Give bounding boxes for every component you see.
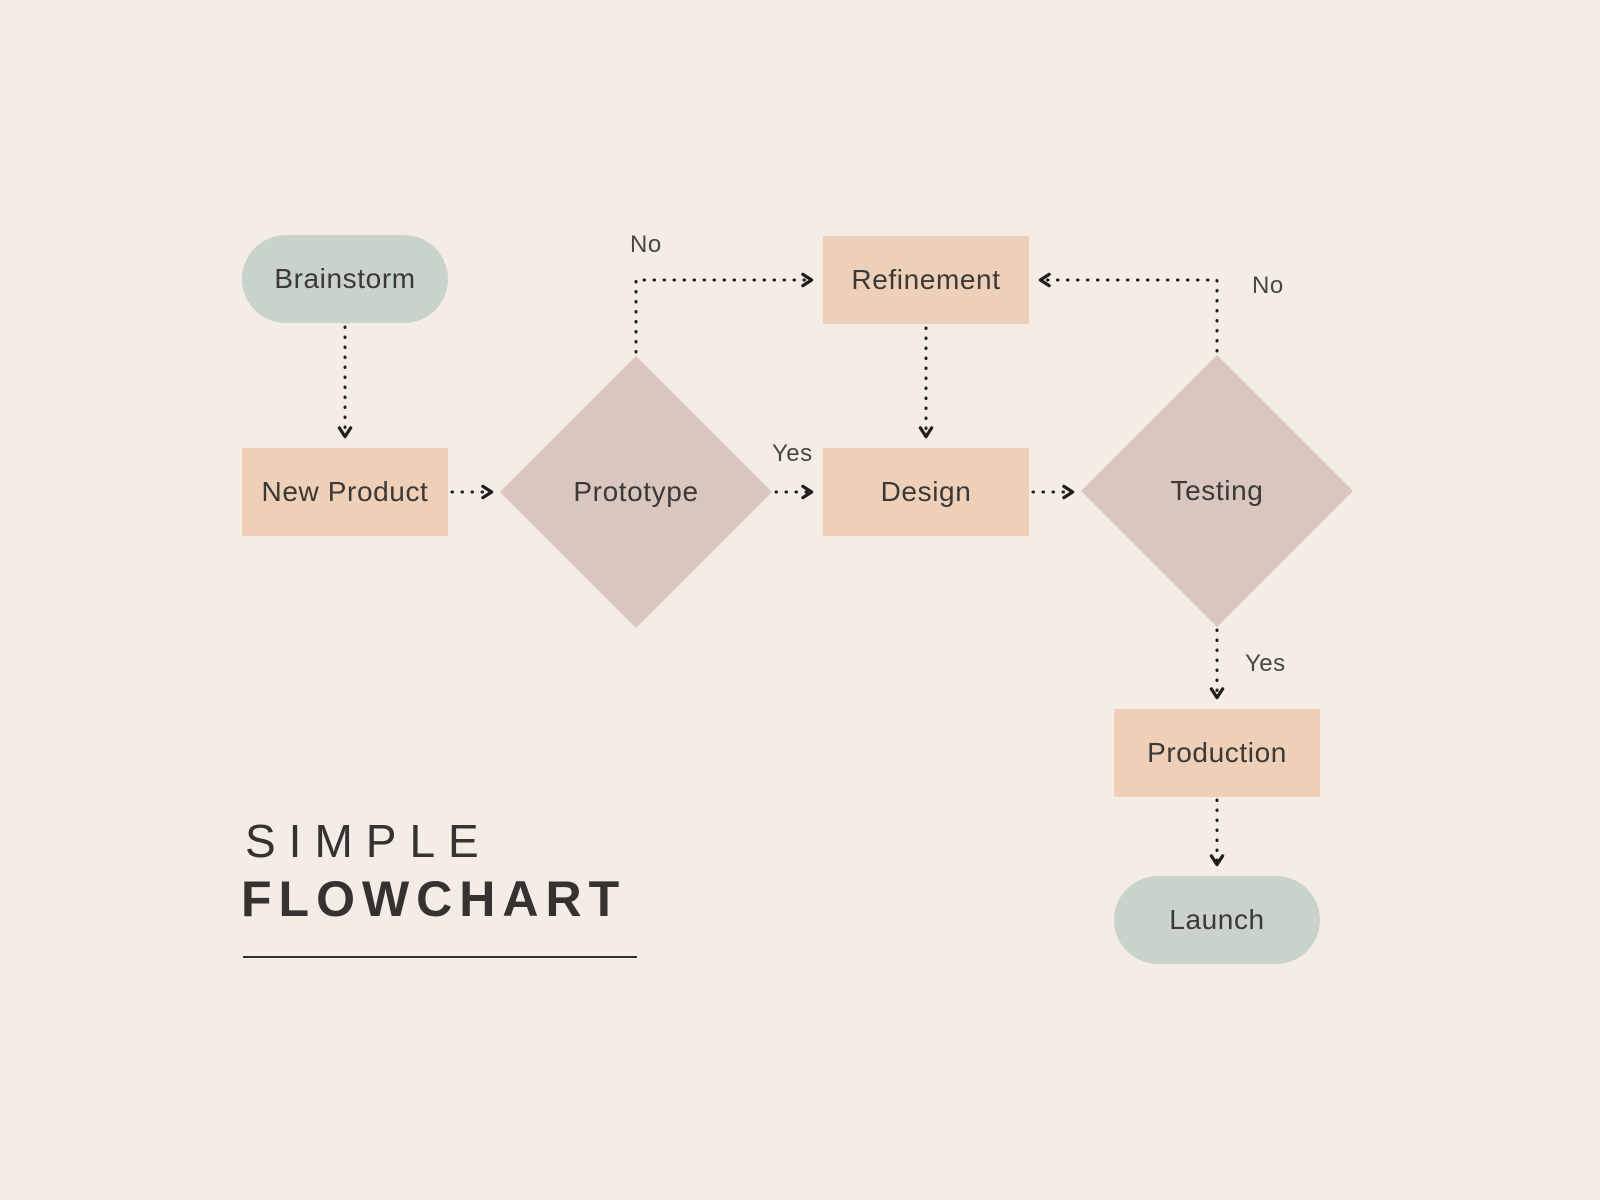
edge-prototype-to-refinement xyxy=(634,272,814,354)
node-design: Design xyxy=(823,448,1029,536)
node-new-product-label: New Product xyxy=(261,476,429,507)
node-testing-label: Testing xyxy=(1170,475,1264,506)
page-title-line2: FLOWCHART xyxy=(241,871,627,927)
node-new-product: New Product xyxy=(242,448,448,536)
node-testing: Testing xyxy=(1081,355,1353,627)
node-refinement-label: Refinement xyxy=(851,264,1001,295)
node-prototype-label: Prototype xyxy=(573,476,699,507)
node-brainstorm: Brainstorm xyxy=(242,235,448,323)
edge-label-prototype-yes: Yes xyxy=(772,440,813,467)
title-underline xyxy=(243,956,637,958)
node-launch: Launch xyxy=(1114,876,1320,964)
node-launch-label: Launch xyxy=(1169,904,1265,935)
node-refinement: Refinement xyxy=(823,236,1029,324)
edge-label-testing-no: No xyxy=(1252,272,1284,299)
node-production-label: Production xyxy=(1147,737,1287,768)
node-design-label: Design xyxy=(880,476,972,507)
node-production: Production xyxy=(1114,709,1320,797)
edge-label-testing-yes: Yes xyxy=(1245,650,1286,677)
page-title-line1: SIMPLE xyxy=(245,815,492,867)
node-prototype: Prototype xyxy=(500,356,772,628)
node-brainstorm-label: Brainstorm xyxy=(274,263,416,294)
edge-label-prototype-no: No xyxy=(630,231,662,258)
edge-testing-to-refinement xyxy=(1038,272,1219,353)
